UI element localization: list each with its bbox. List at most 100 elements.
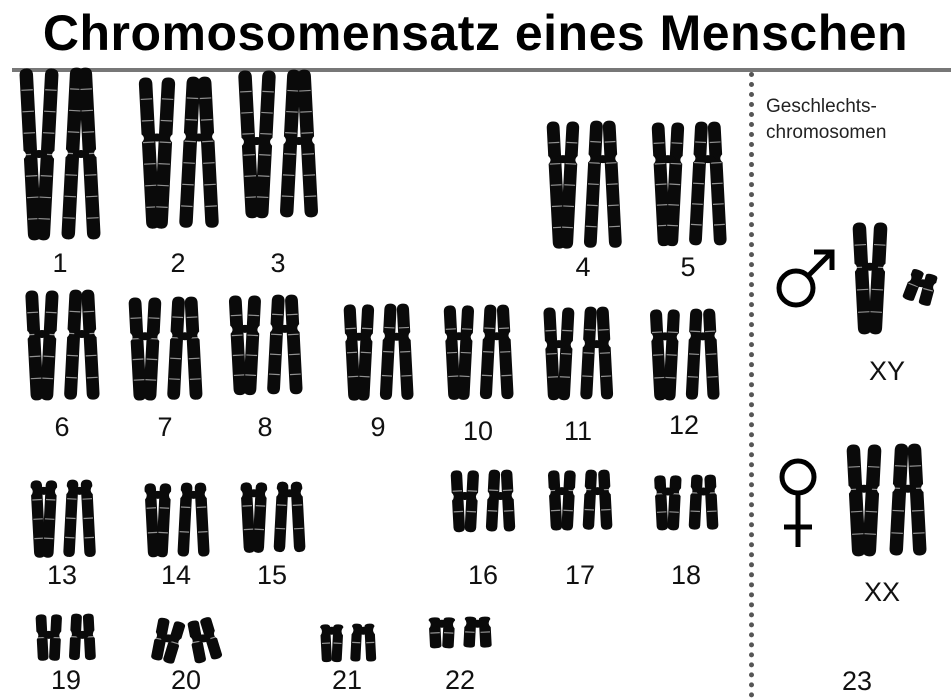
- chromosome-band: [499, 327, 510, 330]
- chromosome-band: [401, 374, 412, 377]
- homologous-chromosome: [187, 617, 223, 664]
- chromosome-band: [694, 162, 706, 164]
- homologous-chromosome: [463, 616, 492, 648]
- sister-chromatid: [280, 69, 301, 218]
- homologous-chromosome: [240, 482, 268, 554]
- sister-chromatid: [138, 77, 160, 229]
- chromosome-band: [156, 205, 168, 208]
- chromosome-band: [288, 353, 300, 356]
- chromosome-pair-13: [30, 479, 97, 558]
- sister-chromatid: [907, 443, 927, 556]
- male-karyotype-label: XY: [868, 356, 906, 386]
- chromosome-band: [283, 153, 296, 156]
- chromosome-band: [189, 377, 201, 380]
- chromosome-band: [668, 204, 680, 206]
- sister-chromatid: [297, 69, 318, 218]
- chromosome-band: [188, 357, 200, 360]
- sex-chromosomes-label: Geschlechts- chromosomen: [766, 94, 951, 146]
- chromosome-pair-17: [548, 469, 613, 531]
- chromosome-band: [548, 141, 560, 144]
- chromosome-band: [242, 133, 254, 135]
- pair-label-7: 7: [157, 412, 173, 442]
- chromosome-band: [243, 154, 255, 156]
- centromere: [660, 155, 676, 164]
- chromosome-band: [545, 329, 556, 332]
- centromere: [696, 487, 711, 496]
- pair-label-6: 6: [54, 412, 70, 442]
- homologous-chromosome: [689, 474, 719, 530]
- centromere: [177, 332, 193, 341]
- chromosome-pair-2: [138, 76, 219, 229]
- chromosome-band: [27, 311, 39, 314]
- sister-chromatid: [255, 70, 276, 219]
- chromosome-band: [913, 532, 925, 534]
- chromosome-band: [64, 195, 76, 198]
- chromosome-band: [670, 162, 682, 165]
- chromosome-band: [262, 90, 274, 93]
- chromosome-band: [146, 358, 158, 360]
- chromosome-band: [148, 317, 160, 319]
- chromosome-band: [359, 375, 370, 378]
- pair-label-2: 2: [170, 248, 186, 278]
- chromosome-pair-18: [654, 474, 719, 531]
- chromosome-band: [501, 375, 512, 377]
- x-chromosome: [889, 443, 927, 556]
- homologous-chromosome: [144, 483, 172, 558]
- centromere: [555, 486, 570, 495]
- chromosome-pair-15: [240, 482, 306, 554]
- sister-chromatid: [862, 444, 882, 557]
- chromosome-band: [130, 317, 142, 319]
- centromere: [861, 262, 879, 271]
- sister-chromatid: [243, 295, 261, 396]
- chromosome-band: [133, 378, 145, 381]
- homologous-chromosome: [689, 121, 727, 246]
- chromosome-band: [551, 205, 563, 207]
- chromosome-band: [170, 357, 182, 360]
- chromosome-band: [26, 196, 39, 199]
- chromosome-band: [300, 111, 312, 113]
- chromosome-band: [45, 89, 57, 91]
- homologous-chromosome: [651, 122, 685, 247]
- pair-label-8: 8: [257, 412, 273, 442]
- centromere: [695, 332, 711, 341]
- chromosome-band: [201, 140, 214, 142]
- chromosome-band: [272, 313, 283, 316]
- chromosome-band: [230, 314, 242, 317]
- chromosome-band: [550, 183, 562, 186]
- chromosome-band: [233, 374, 245, 377]
- chromosome-band: [240, 90, 252, 93]
- homologous-chromosome: [151, 617, 186, 664]
- chromosome-band: [84, 174, 97, 176]
- chromosome-pair-21: [319, 623, 376, 663]
- chromosome-band: [247, 334, 259, 337]
- chromosome-band: [911, 509, 924, 512]
- chromosome-band: [256, 196, 269, 199]
- chromosome-band: [303, 174, 316, 177]
- chromosome-band: [692, 203, 703, 206]
- centromere: [290, 137, 308, 146]
- chromosome-band: [184, 140, 197, 142]
- homologous-chromosome: [486, 469, 516, 532]
- chromosome-band: [286, 111, 298, 113]
- centromere: [196, 634, 211, 643]
- chromosome-band: [653, 353, 664, 356]
- chromosome-band: [244, 175, 257, 178]
- chromosome-band: [858, 311, 870, 313]
- homologous-chromosome: [428, 617, 456, 649]
- chromosome-band: [45, 311, 57, 314]
- sister-chromatid: [291, 482, 306, 553]
- chromosome-band: [287, 333, 299, 336]
- x-chromosome: [846, 444, 882, 557]
- chromosome-band: [140, 97, 153, 100]
- centromere: [914, 279, 930, 288]
- chromosome-band: [29, 355, 41, 358]
- centromere: [72, 486, 87, 495]
- homologous-chromosome: [229, 295, 261, 396]
- homologous-chromosome: [238, 70, 276, 219]
- chromosome-band: [69, 310, 81, 313]
- homologous-chromosome: [167, 296, 203, 400]
- chromosome-band: [608, 204, 619, 206]
- centromere: [458, 492, 473, 501]
- chromosome-band: [653, 142, 665, 145]
- pair-label-15: 15: [256, 560, 288, 590]
